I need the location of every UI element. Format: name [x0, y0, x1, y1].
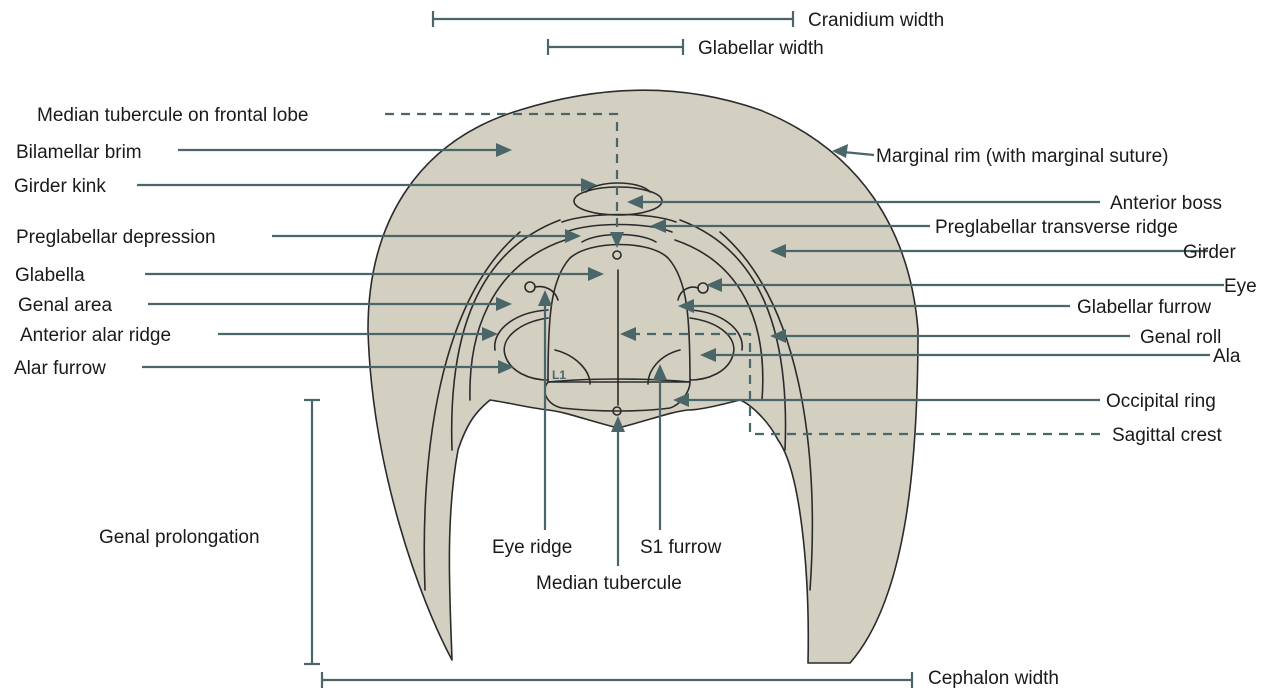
glabellar-width-bar [548, 39, 683, 55]
bilamellar-brim-label: Bilamellar brim [16, 142, 142, 163]
glabellar-furrow-label: Glabellar furrow [1077, 297, 1211, 318]
median-tubercule-label: Median tubercule [536, 573, 682, 594]
glabella-label: Glabella [15, 265, 85, 286]
occipital-ring-label: Occipital ring [1106, 391, 1216, 412]
glabellar-width-label: Glabellar width [698, 38, 824, 59]
cephalon-width-bar [322, 672, 912, 688]
cephalon-width-label: Cephalon width [928, 668, 1059, 689]
anterior-alar-ridge-label: Anterior alar ridge [20, 325, 171, 346]
genal-prolongation-bar [304, 400, 320, 664]
genal-prolongation-label: Genal prolongation [99, 527, 260, 548]
preglabellar-transverse-ridge-label: Preglabellar transverse ridge [935, 217, 1178, 238]
genal-area-label: Genal area [18, 295, 112, 316]
girder-label: Girder [1183, 242, 1236, 263]
marginal-rim-label: Marginal rim (with marginal suture) [876, 146, 1168, 167]
alar-furrow-label: Alar furrow [14, 358, 106, 379]
eye-label: Eye [1224, 276, 1257, 297]
ala-label: Ala [1213, 346, 1241, 367]
genal-roll-label: Genal roll [1140, 327, 1221, 348]
girder-kink-label: Girder kink [14, 176, 106, 197]
l1-label: L1 [552, 368, 566, 382]
median-tubercule-frontal-label: Median tubercule on frontal lobe [37, 105, 308, 126]
preglabellar-depression-label: Preglabellar depression [16, 227, 216, 248]
cranidium-width-label: Cranidium width [808, 10, 944, 31]
anterior-boss-label: Anterior boss [1110, 193, 1222, 214]
s1-furrow-label: S1 furrow [640, 537, 722, 558]
eye-ridge-label: Eye ridge [492, 537, 572, 558]
sagittal-crest-label: Sagittal crest [1112, 425, 1223, 446]
cranidium-width-bar [433, 11, 793, 27]
